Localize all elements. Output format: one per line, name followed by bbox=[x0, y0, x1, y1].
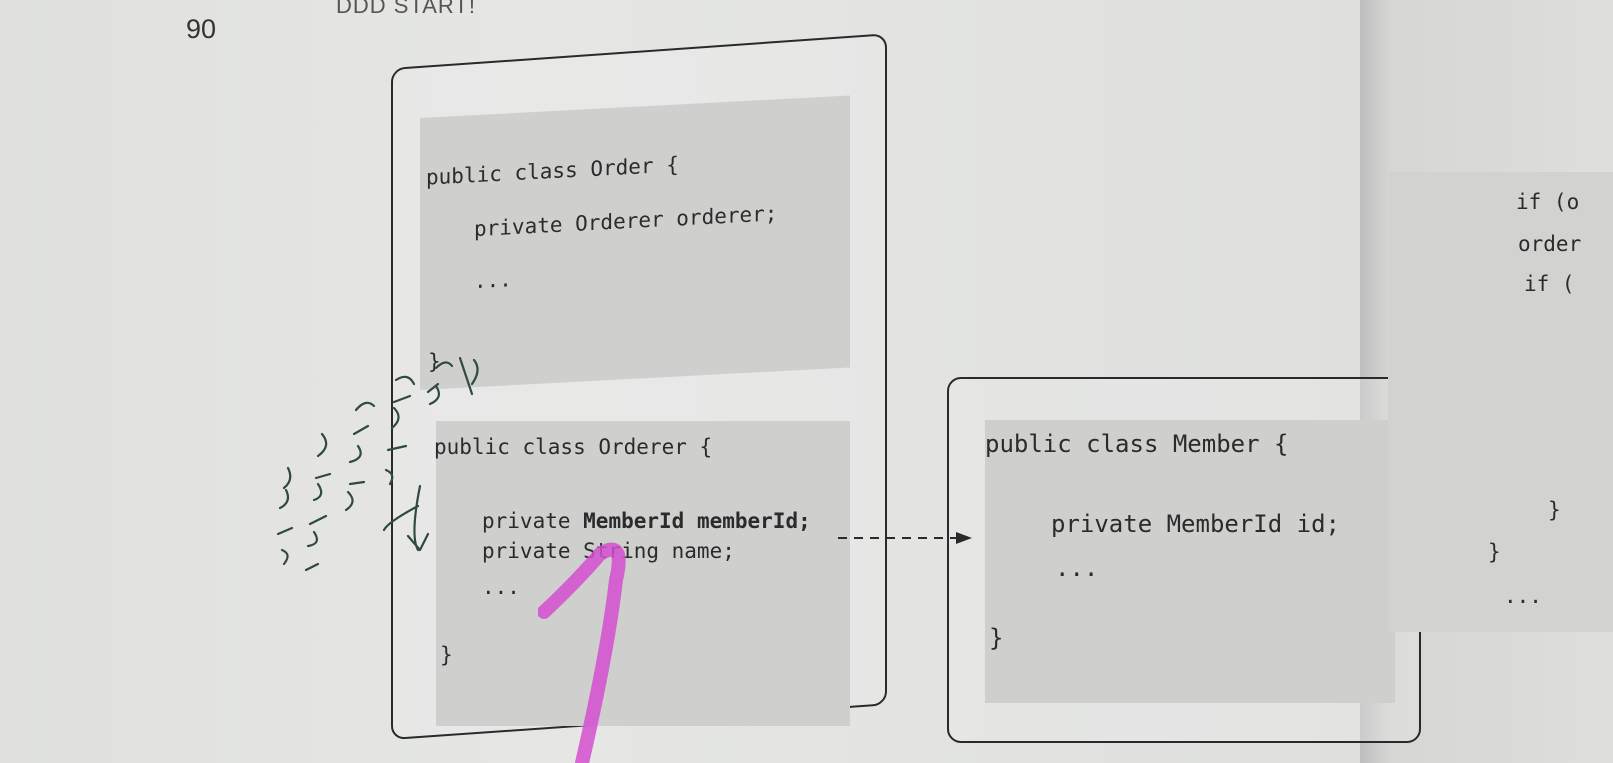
orderer-class-declaration: public class Orderer { bbox=[434, 435, 713, 459]
running-header: DDD START! bbox=[336, 0, 476, 18]
reference-arrow-head bbox=[956, 532, 972, 544]
next-page-line-2: order bbox=[1518, 232, 1582, 256]
member-ellipsis: ... bbox=[1055, 554, 1099, 582]
next-page-brace-1: } bbox=[1548, 498, 1561, 522]
member-closing-brace: } bbox=[989, 624, 1004, 652]
next-page-brace-2: } bbox=[1488, 540, 1501, 564]
orderer-class-code-block: public class Orderer { private MemberId … bbox=[434, 421, 850, 726]
reference-arrow bbox=[838, 532, 972, 544]
orderer-field-member-id-declaration: MemberId memberId; bbox=[583, 509, 811, 533]
order-class-declaration: public class Order { bbox=[426, 152, 679, 190]
member-class-code-block: public class Member { private MemberId i… bbox=[985, 420, 1395, 703]
page-number: 90 bbox=[186, 14, 217, 44]
next-page-line-3: if ( bbox=[1524, 272, 1575, 296]
orderer-field-member-id-modifier: private bbox=[482, 509, 584, 533]
orderer-closing-brace: } bbox=[440, 643, 453, 667]
next-page-line-1: if (o bbox=[1516, 190, 1580, 214]
member-field-id: private MemberId id; bbox=[1051, 510, 1340, 538]
handwritten-annotation bbox=[276, 356, 479, 572]
orderer-ellipsis: ... bbox=[482, 575, 520, 599]
highlighter-mark bbox=[538, 542, 626, 763]
next-page-code-block: if (o order if ( } } ... bbox=[1388, 172, 1613, 632]
orderer-field-member-id: private MemberId memberId; bbox=[482, 509, 811, 533]
member-class-declaration: public class Member { bbox=[985, 430, 1289, 458]
order-ellipsis: ... bbox=[474, 267, 512, 294]
next-page-ellipsis: ... bbox=[1504, 584, 1542, 608]
order-field-orderer: private Orderer orderer; bbox=[474, 201, 778, 242]
